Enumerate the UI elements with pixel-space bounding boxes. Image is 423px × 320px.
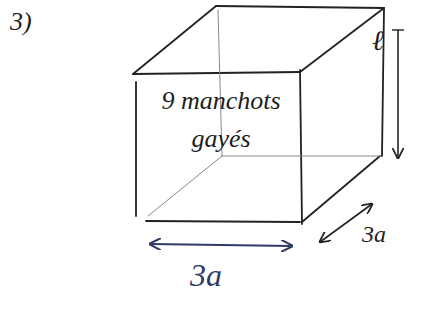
prism-edges bbox=[133, 6, 384, 224]
back-top-edge bbox=[216, 6, 384, 8]
height-tick bbox=[392, 29, 404, 30]
bottom-right-edge bbox=[302, 156, 380, 222]
hidden-edge bbox=[222, 156, 380, 157]
height-label: ℓ bbox=[372, 24, 384, 58]
front-right-edge bbox=[300, 70, 302, 224]
face-note: 9 manchots gayés bbox=[146, 82, 296, 157]
top-left-edge bbox=[133, 6, 216, 74]
height-arrow bbox=[397, 30, 399, 158]
exercise-number: 3) bbox=[10, 6, 32, 37]
top-right-edge bbox=[300, 8, 384, 72]
front-left-edge bbox=[135, 82, 137, 216]
width-label: 3a bbox=[190, 256, 222, 294]
front-bottom-edge bbox=[146, 221, 300, 222]
width-arrow bbox=[150, 244, 292, 246]
depth-label: 3a bbox=[362, 220, 386, 249]
hidden-edge bbox=[148, 156, 222, 216]
front-top-edge bbox=[133, 72, 300, 74]
